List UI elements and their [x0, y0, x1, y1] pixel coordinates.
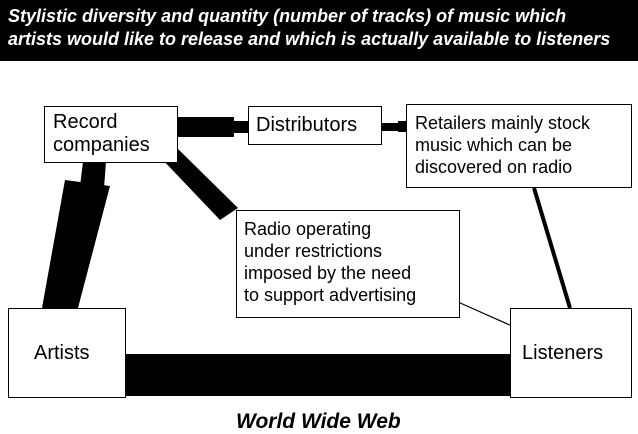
record-companies-box: Record companies [44, 106, 178, 163]
flow-world-wide-web [126, 354, 510, 396]
retailers-label-line-2: music which can be [415, 135, 573, 155]
radio-label-line-2: under restrictions [244, 241, 383, 261]
retailers-label-line-3: discovered on radio [415, 157, 573, 177]
flow-radio-to-listeners [457, 301, 513, 327]
flow-artists-to-record-companies [42, 180, 110, 308]
retailers-label-line-1: Retailers mainly stock [415, 113, 591, 133]
distributors-box: Distributors [248, 106, 382, 145]
title-banner: Stylistic diversity and quantity (number… [0, 0, 638, 61]
listeners-label: Listeners [522, 342, 604, 364]
title-line-1: Stylistic diversity and quantity (number… [8, 6, 567, 26]
flow-distributors-connector-stub [234, 121, 248, 133]
radio-box: Radio operating under restrictions impos… [236, 210, 460, 318]
listeners-box: Listeners [510, 308, 632, 398]
world-wide-web-label: World Wide Web [236, 410, 401, 433]
flow-record-companies-to-artists-top [80, 162, 106, 188]
flow-retailers-to-listeners [532, 187, 572, 309]
artists-box: Artists [8, 308, 126, 398]
distributors-label: Distributors [256, 114, 358, 136]
title-line-2: artists would like to release and which … [8, 29, 611, 49]
flow-distributors-to-retailers [382, 123, 398, 131]
record-companies-label-line-2: companies [53, 134, 150, 156]
radio-label-line-1: Radio operating [244, 219, 372, 239]
retailers-box: Retailers mainly stock music which can b… [406, 104, 632, 188]
record-companies-label-line-1: Record [53, 111, 118, 133]
flow-record-companies-to-radio [160, 147, 238, 220]
flow-record-companies-to-distributors [178, 117, 234, 137]
radio-label-line-3: imposed by the need [244, 263, 412, 283]
radio-label-line-4: to support advertising [244, 285, 417, 305]
flow-retailers-connector-stub [398, 121, 406, 132]
artists-label: Artists [34, 342, 90, 364]
